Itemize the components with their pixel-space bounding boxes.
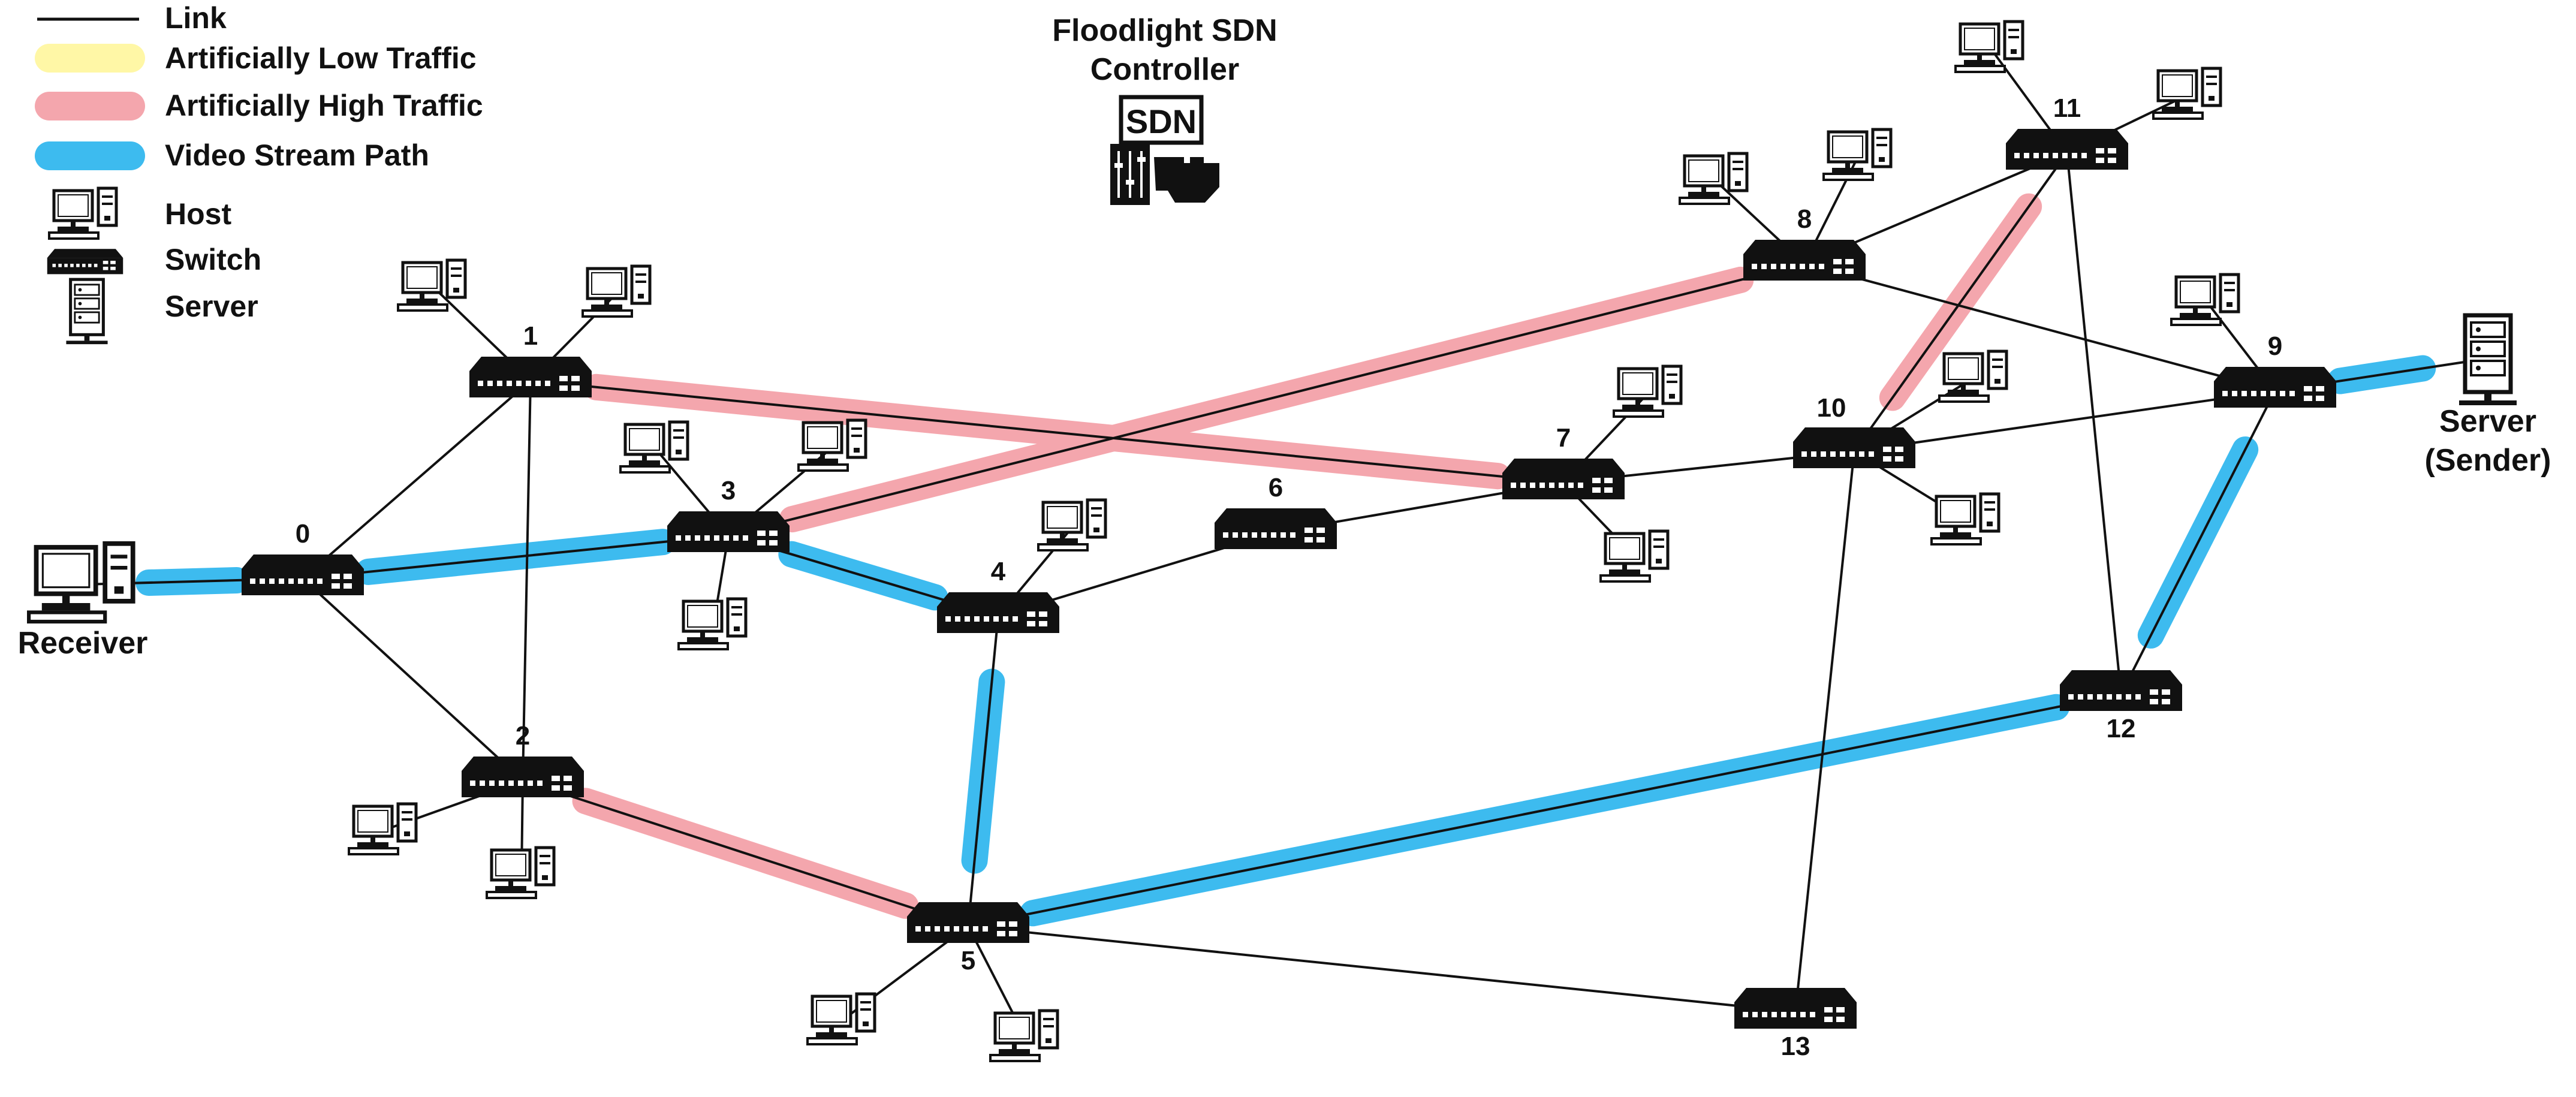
server-label-line1: Server [2439, 404, 2536, 439]
controller-title-line1: Floodlight SDN [1052, 13, 1277, 48]
link-10-11 [1853, 152, 2068, 453]
network-switch-icon [469, 357, 592, 397]
host-icon [799, 420, 866, 471]
legend-item-switch: Switch [47, 243, 261, 276]
network-switch-icon [1793, 427, 1915, 468]
receiver-label: Receiver [18, 626, 148, 661]
network-switch-icon [907, 902, 1029, 943]
network-switch-icon [242, 554, 364, 595]
switch-label-11: 11 [2053, 94, 2081, 123]
link-8-9 [1804, 263, 2276, 392]
host-icon [1939, 351, 2006, 402]
network-switch-icon [1734, 988, 1857, 1029]
host-icon [398, 260, 465, 311]
host-icon [808, 994, 875, 1044]
switch-label-7: 7 [1556, 423, 1571, 453]
host-icon [1680, 153, 1747, 204]
legend-label-link: Link [165, 1, 227, 35]
host-icon [620, 422, 688, 472]
switch-label-4: 4 [991, 557, 1006, 586]
network-switch-icon [1502, 459, 1625, 499]
legend-label-low-traffic: Artificially Low Traffic [165, 41, 477, 75]
legend-label-video-path: Video Stream Path [165, 138, 429, 172]
link-0-1 [302, 379, 532, 580]
legend-item-server: Server [66, 279, 258, 344]
network-switch-icon [1215, 508, 1337, 549]
legend-item-low-traffic: Artificially Low Traffic [35, 41, 477, 75]
switch-label-6: 6 [1269, 473, 1283, 502]
switch-label-13: 13 [1781, 1032, 1810, 1061]
switch-label-3: 3 [721, 476, 736, 505]
link-1-2 [522, 380, 532, 781]
host-icon [349, 804, 416, 854]
link-9-12 [2120, 390, 2276, 695]
host-icon [2171, 275, 2238, 325]
server-tower-icon [2459, 315, 2517, 405]
network-switch-icon [1743, 240, 1866, 281]
legend-switch-icon [47, 249, 123, 275]
network-switch-icon [2060, 670, 2182, 711]
host-icon [1824, 129, 1891, 180]
network-switch-icon [937, 592, 1059, 633]
controller-badge: SDN [1126, 103, 1197, 140]
switch-label-12: 12 [2107, 714, 2136, 743]
network-switch-icon [2006, 129, 2128, 170]
links-layer [82, 152, 2488, 1013]
legend: Link Artificially Low Traffic Artificial… [35, 1, 483, 344]
legend-label-server: Server [165, 290, 258, 323]
link-10-9 [1854, 390, 2276, 453]
legend-host-icon [49, 188, 116, 239]
link-5-13 [968, 925, 1796, 1013]
link-0-3 [302, 534, 729, 580]
legend-server-icon [66, 279, 107, 344]
switch-label-2: 2 [516, 721, 530, 751]
legend-item-link: Link [37, 1, 227, 35]
server-label-line2: (Sender) [2425, 443, 2551, 478]
sdn-controller-icon: SDN [1110, 95, 1219, 205]
link-4-5 [967, 616, 999, 927]
host-icon [1038, 500, 1105, 550]
host-icon [1614, 366, 1681, 417]
host-icon [487, 848, 554, 898]
network-switch-icon [2214, 367, 2336, 408]
host-icon [2153, 68, 2221, 119]
host-icon [583, 266, 650, 317]
link-5-12 [968, 693, 2122, 927]
link-1-7 [530, 379, 1564, 484]
link-0-2 [302, 577, 524, 782]
switch-label-9: 9 [2268, 331, 2282, 361]
switch-label-5: 5 [961, 946, 975, 975]
legend-item-high-traffic: Artificially High Traffic [35, 89, 483, 122]
link-3-8 [728, 263, 1805, 537]
link-11-12 [2066, 152, 2122, 695]
controller-title-line2: Controller [1090, 52, 1239, 87]
switch-label-1: 1 [523, 321, 538, 351]
legend-label-host: Host [165, 197, 231, 231]
link-10-13 [1794, 451, 1855, 1012]
legend-item-host: Host [49, 188, 231, 239]
network-switch-icon [462, 757, 584, 797]
receiver-host-icon [29, 544, 133, 622]
host-icon [1932, 494, 1999, 544]
switch-label-8: 8 [1797, 204, 1812, 234]
host-icon [1601, 531, 1668, 581]
legend-label-switch: Switch [165, 243, 261, 276]
link-2-5 [522, 779, 969, 927]
sdn-controller: Floodlight SDN Controller SDN [1052, 13, 1278, 205]
host-icon [679, 599, 746, 649]
switch-label-10: 10 [1817, 393, 1846, 423]
legend-label-high-traffic: Artificially High Traffic [165, 89, 483, 122]
host-icon [1956, 22, 2023, 72]
host-icon [990, 1011, 1057, 1061]
switch-label-0: 0 [296, 519, 310, 548]
legend-item-video-path: Video Stream Path [35, 138, 429, 172]
network-switch-icon [667, 511, 790, 552]
